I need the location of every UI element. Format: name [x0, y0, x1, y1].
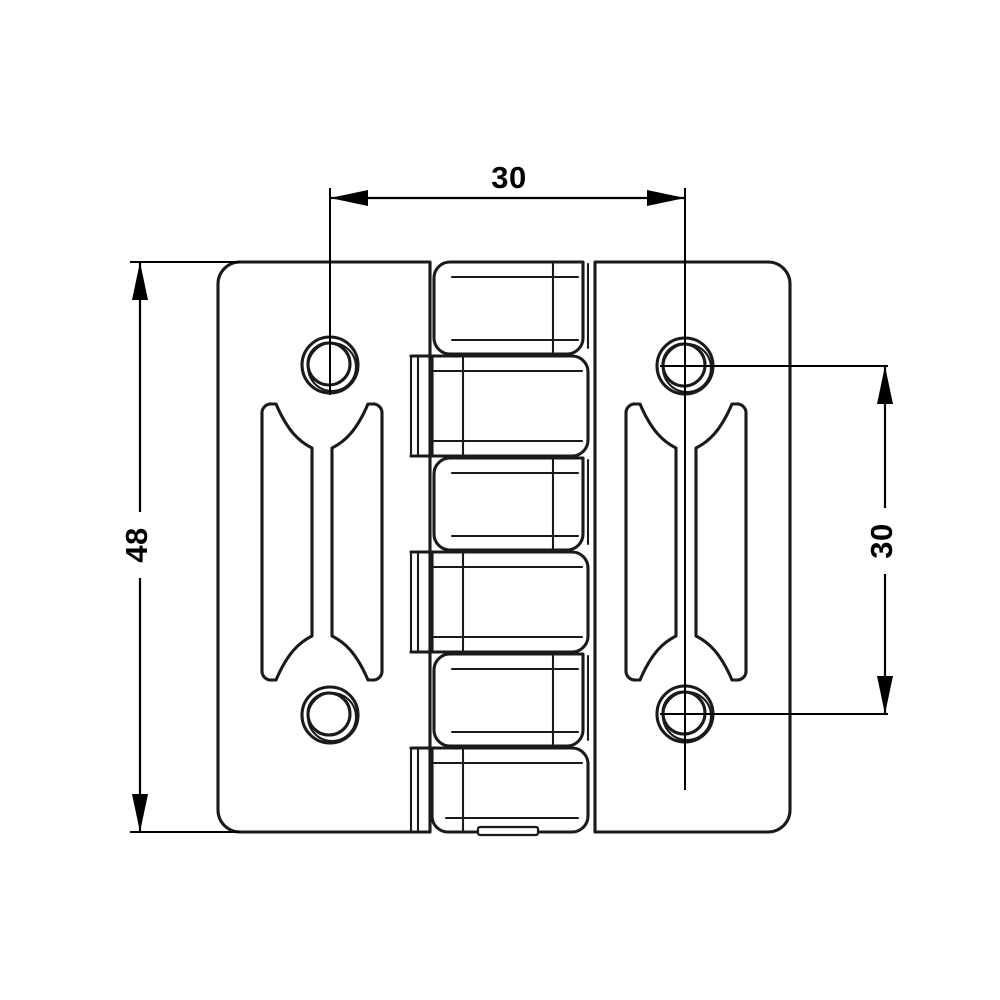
knuckle-segment-5: [432, 652, 590, 748]
relief-slot-right-inner: [624, 402, 678, 682]
relief-slot-right-outer: [694, 402, 748, 682]
dimension-label-right: 30: [864, 523, 899, 558]
hinge-part-geometry: [216, 260, 792, 837]
arrow-head-left: [330, 190, 368, 206]
arrow-head-right: [647, 190, 685, 206]
dimension-label-left: 48: [119, 527, 154, 562]
dimension-hole-horizontal-spacing: 30: [329, 160, 686, 345]
arrow-head-bottom: [132, 794, 148, 832]
relief-slot-left-inner: [330, 402, 384, 682]
knuckle-segment-1: [432, 260, 590, 356]
knuckle-segment-4: [409, 550, 590, 654]
dimension-hole-vertical-spacing: 30: [864, 366, 901, 714]
knuckle-segment-2: [409, 354, 590, 458]
bottom-center-tab: [476, 825, 540, 837]
arrow-head-top: [132, 262, 148, 300]
knuckle-segment-6: [409, 746, 590, 834]
dimension-overall-height: 48: [119, 261, 240, 833]
screw-hole-bottom-left: [300, 685, 360, 745]
dimension-label-top: 30: [491, 160, 526, 195]
arrow-head-top-right: [877, 366, 893, 404]
knuckle-segment-3: [432, 456, 590, 552]
arrow-head-bottom-right: [877, 676, 893, 714]
relief-slot-left-outer: [260, 402, 314, 682]
